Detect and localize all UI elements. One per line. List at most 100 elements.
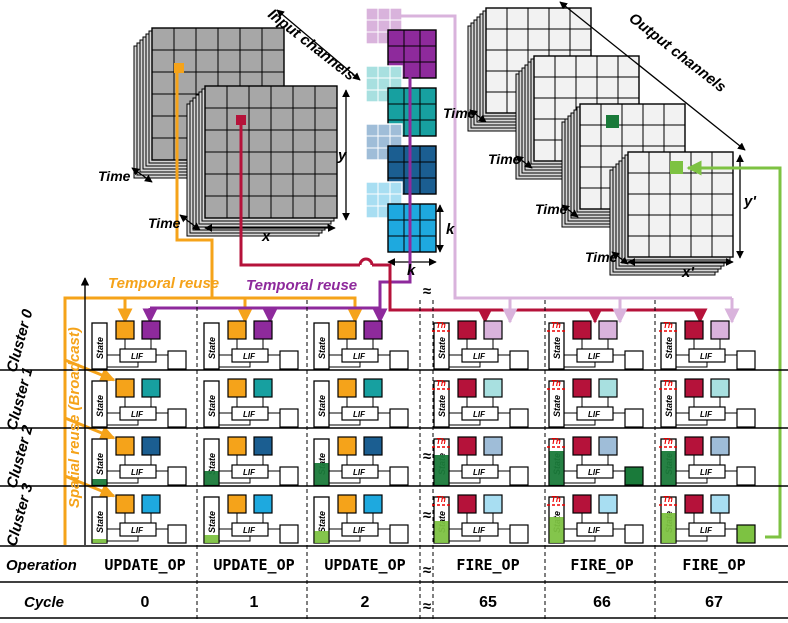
break-mark-3: ≈ <box>423 562 431 579</box>
pink-wire-main <box>395 14 732 300</box>
output-box <box>624 350 644 370</box>
output-box <box>509 350 529 370</box>
state-label: State <box>437 395 447 417</box>
weight-square <box>598 378 618 398</box>
input-stack-front-front-grid <box>204 85 338 219</box>
state-label: State <box>552 395 562 417</box>
lif-label: LIF <box>243 526 256 535</box>
output-box <box>624 408 644 428</box>
weight-square <box>363 494 383 514</box>
output-box <box>389 466 409 486</box>
operation-cycle-footer: OperationCycleUPDATE_OP0UPDATE_OP1UPDATE… <box>6 283 746 615</box>
weight-square <box>598 436 618 456</box>
state-label: State <box>207 453 217 475</box>
lime-wire-output <box>686 160 782 539</box>
threshold-label: Th <box>663 321 673 330</box>
input-square <box>457 494 477 514</box>
connector <box>676 420 708 426</box>
state-label: State <box>95 453 105 475</box>
lif-label: LIF <box>131 410 144 419</box>
operation-value-4: FIRE_OP <box>570 556 633 574</box>
output-pixel-lime <box>670 161 683 174</box>
cycle-value-4: 66 <box>593 594 611 611</box>
input-square <box>572 494 592 514</box>
input-stack-front <box>186 85 338 237</box>
cluster-label-2: Cluster 2 <box>3 423 36 490</box>
threshold-label: Th <box>436 495 446 504</box>
input-pixel-orange <box>174 63 184 73</box>
connector <box>564 478 596 484</box>
weight-square <box>253 378 273 398</box>
input-square <box>337 436 357 456</box>
output-box <box>167 408 187 428</box>
cycle-value-3: 65 <box>479 594 497 611</box>
state-label: State <box>95 395 105 417</box>
cycle-value-5: 67 <box>705 594 723 611</box>
x-prime-label: x' <box>681 264 694 281</box>
lif-label: LIF <box>353 352 366 361</box>
weight-square <box>363 320 383 340</box>
input-square <box>457 436 477 456</box>
weight-square <box>253 494 273 514</box>
output-pixel-dark-green <box>606 115 619 128</box>
weight-square <box>710 320 730 340</box>
state-box <box>203 322 220 370</box>
output-box <box>736 466 756 486</box>
break-mark-4: ≈ <box>423 598 431 615</box>
k-width-label: k <box>407 262 416 279</box>
connector <box>329 536 361 542</box>
state-fill <box>661 451 676 485</box>
output-box <box>624 524 644 544</box>
lif-label: LIF <box>588 526 601 535</box>
time-arrow-input-2 <box>179 214 201 231</box>
threshold-label: Th <box>551 437 561 446</box>
connector <box>219 478 251 484</box>
time-arrow-output-1 <box>469 109 487 123</box>
output-box <box>509 408 529 428</box>
threshold-label: Th <box>663 495 673 504</box>
state-label: State <box>664 337 674 359</box>
output-box <box>167 466 187 486</box>
filter-back-2 <box>365 123 403 161</box>
input-square <box>227 494 247 514</box>
input-square <box>572 378 592 398</box>
threshold-label: Th <box>551 495 561 504</box>
state-fill <box>661 513 676 543</box>
threshold-label: Th <box>551 379 561 388</box>
connector <box>676 362 708 368</box>
temporal-reuse-label-purple: Temporal reuse <box>246 277 357 294</box>
state-label: State <box>437 337 447 359</box>
x-dimension-label: x <box>261 228 271 245</box>
state-label: State <box>664 395 674 417</box>
weight-square <box>598 320 618 340</box>
output-box <box>389 408 409 428</box>
filter-front-3 <box>387 203 437 253</box>
output-box <box>167 350 187 370</box>
state-box <box>313 380 330 428</box>
output-box <box>736 350 756 370</box>
lif-label: LIF <box>131 526 144 535</box>
output-box <box>389 524 409 544</box>
connector <box>329 420 361 426</box>
input-square <box>684 378 704 398</box>
cluster-label-0: Cluster 0 <box>3 307 36 374</box>
input-feature-map-stacks <box>131 9 361 237</box>
state-fill <box>92 539 107 543</box>
lif-label: LIF <box>473 410 486 419</box>
input-square <box>457 378 477 398</box>
connector <box>449 536 481 542</box>
threshold-label: Th <box>663 437 673 446</box>
lif-label: LIF <box>473 526 486 535</box>
threshold-label: Th <box>436 321 446 330</box>
lif-label: LIF <box>243 410 256 419</box>
cluster-label-1: Cluster 1 <box>3 366 36 432</box>
